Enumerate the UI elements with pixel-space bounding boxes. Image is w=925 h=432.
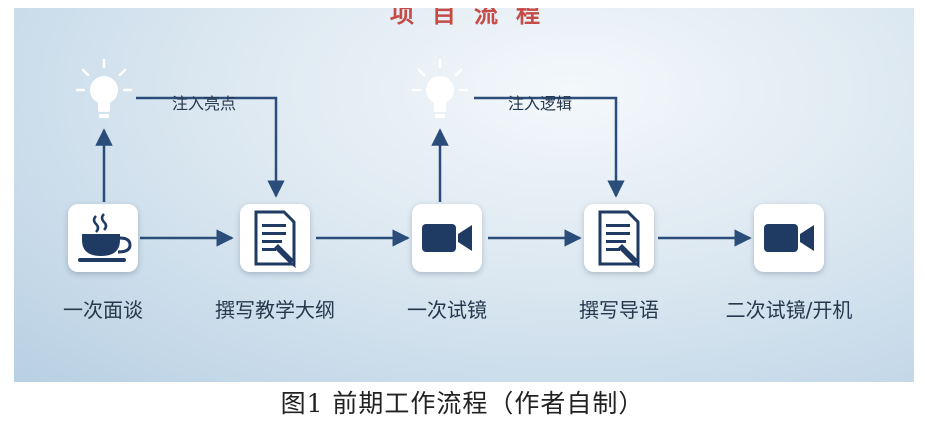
step-label: 一次试镜: [407, 298, 487, 322]
step-second-audition: [754, 204, 824, 272]
diagram-panel: 项目流程: [14, 8, 914, 382]
lightbulb-icon: [411, 58, 469, 118]
video-camera-icon: [422, 224, 472, 252]
step-label: 撰写教学大纲: [215, 298, 335, 322]
step-label: 二次试镜/开机: [725, 298, 853, 322]
arrow-bulb1-to-node2: [136, 96, 285, 198]
injection-label-logic: 注入逻辑: [508, 94, 573, 113]
step-label: 撰写导语: [579, 298, 659, 322]
video-camera-icon: [764, 224, 814, 252]
header-partial: 项目流程: [390, 8, 558, 28]
document-pen-icon: [598, 210, 640, 268]
lightbulb-icon: [75, 58, 133, 118]
step-first-audition: [412, 204, 482, 272]
step-write-intro: [584, 204, 654, 272]
coffee-cup-icon: [78, 213, 132, 262]
step-write-syllabus: [240, 204, 310, 272]
injection-label-highlight: 注入亮点: [172, 94, 237, 113]
step-first-interview: [68, 204, 138, 272]
arrow-bulb2-to-node4: [474, 96, 625, 198]
figure-caption: 图1 前期工作流程（作者自制）: [280, 389, 645, 418]
document-pen-icon: [254, 210, 296, 268]
step-label: 一次面谈: [63, 298, 143, 322]
